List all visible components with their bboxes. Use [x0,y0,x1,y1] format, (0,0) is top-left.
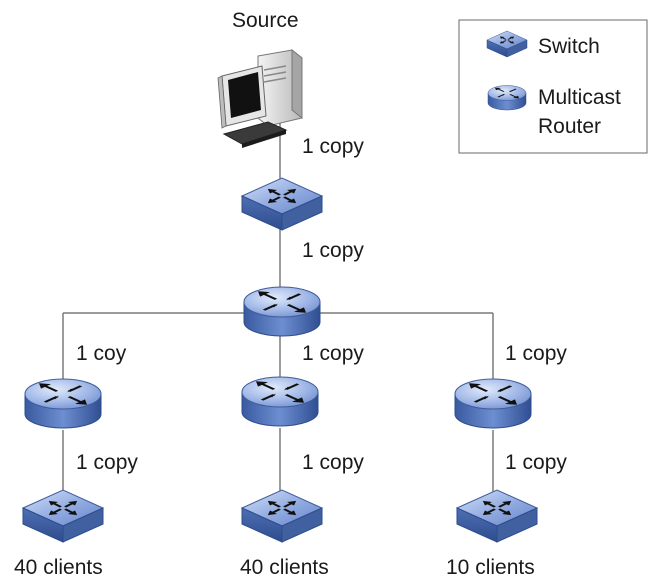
label-left-router-to-switch: 1 copy [76,451,138,474]
mid-router-icon [240,375,320,428]
right-switch-icon [455,488,539,544]
source-label: Source [232,9,299,32]
clients-right: 10 clients [446,556,535,579]
label-mid-router-to-switch: 1 copy [302,451,364,474]
legend-switch-label: Switch [538,35,600,58]
label-switch-to-router: 1 copy [302,239,364,262]
left-switch-icon [21,488,105,544]
label-source-to-switch: 1 copy [302,135,364,158]
legend: Switch Multicast Router [458,19,648,154]
label-right-router-to-switch: 1 copy [505,451,567,474]
top-switch-icon [240,176,324,232]
clients-mid: 40 clients [240,556,329,579]
legend-router-icon [487,84,527,111]
legend-router-label-line1: Multicast [538,86,621,109]
source-computer-icon [217,48,303,148]
right-router-icon [453,377,533,430]
label-router-to-mid-router: 1 copy [302,342,364,365]
central-router-icon [242,285,322,338]
mid-switch-icon [240,488,324,544]
left-router-icon [23,377,103,430]
label-router-to-right-router: 1 copy [505,342,567,365]
clients-left: 40 clients [14,556,103,579]
label-router-to-left-router: 1 coy [76,342,127,365]
legend-router-label-line2: Router [538,115,601,138]
